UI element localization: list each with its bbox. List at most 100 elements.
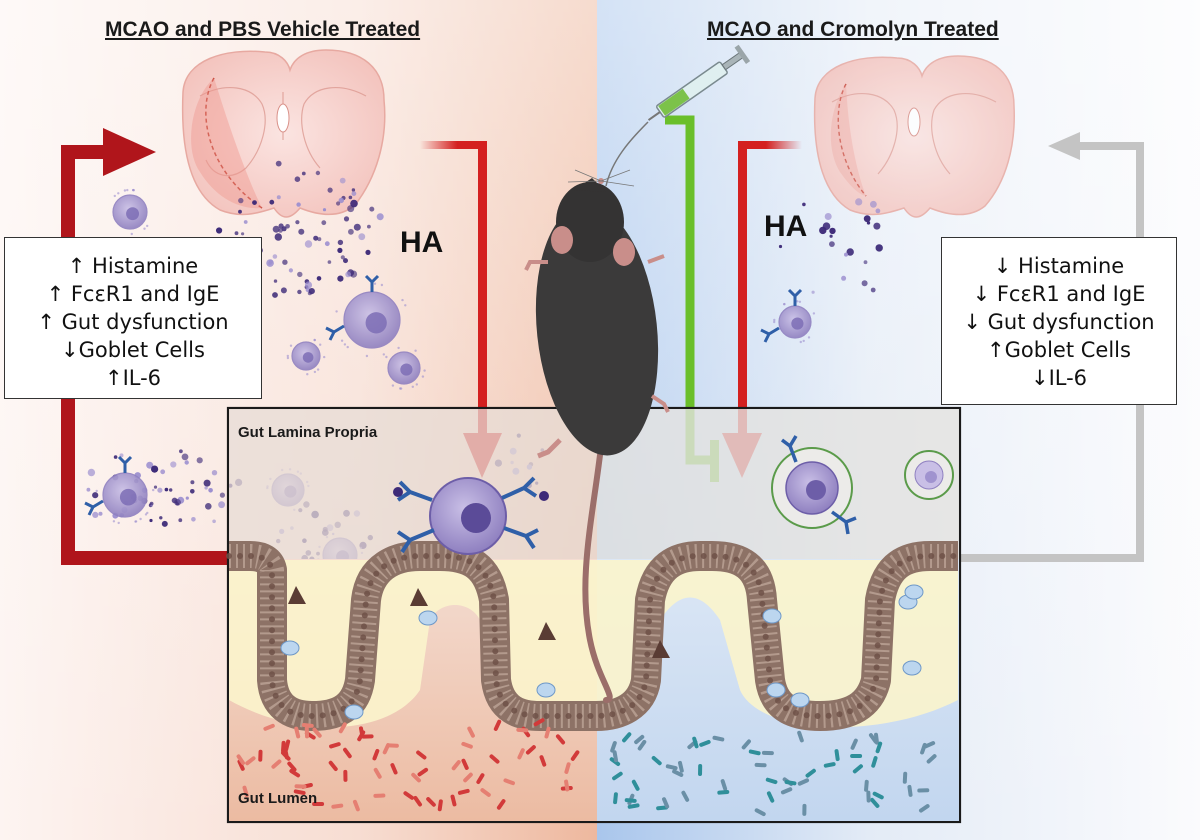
goblet-cell-icon [902,660,922,676]
histamine-granule-icon [301,171,306,176]
histamine-granule-icon [295,220,300,225]
histamine-granule-icon [304,240,313,248]
bacteria-icon [681,790,690,802]
epithelial-nucleus [360,634,367,641]
epithelial-nucleus [888,568,895,575]
histamine-granule-icon [196,457,203,464]
epithelial-nucleus [401,554,408,561]
epithelial-nucleus [466,558,473,565]
bacteria-icon [875,741,883,754]
epithelial-nucleus [587,713,594,719]
histamine-granule-icon [337,239,344,246]
epithelial-nucleus [711,553,718,559]
bacteria-icon [613,792,618,805]
epithelial-nucleus [475,564,482,571]
histamine-granule-icon [159,516,163,520]
epithelial-nucleus [269,638,275,645]
epithelial-nucleus [456,554,462,561]
epithelial-nucleus [490,593,497,600]
bacteria-icon [289,769,301,778]
bacteria-icon [555,734,566,745]
lamina-propria-left [229,409,597,559]
histamine-granule-icon [313,235,319,241]
outcome-histamine: ↓ Histamine [993,254,1125,278]
bacteria-icon [503,778,515,786]
bacteria-icon [416,750,427,760]
histamine-granule-icon [278,223,284,229]
outcome-il6: ↑IL-6 [104,366,162,390]
epithelial-nucleus [906,555,913,562]
histamine-granule-icon [169,488,173,492]
bacteria-icon [312,802,325,806]
histamine-granule-icon [212,519,216,524]
bacteria-icon [748,749,761,756]
bacteria-icon [665,764,678,771]
bacteria-icon [570,750,580,761]
bacteria-icon [373,793,386,798]
histamine-granule-icon [149,518,153,523]
epithelial-nucleus [258,554,265,561]
histamine-granule-icon [153,485,158,489]
histamine-granule-icon [113,455,118,459]
epithelial-nucleus [879,587,886,594]
histamine-granule-icon [304,281,313,289]
bacteria-icon [712,735,725,742]
left-panel-title: MCAO and PBS Vehicle Treated [105,18,421,41]
epithelial-nucleus [629,702,636,709]
histamine-granule-icon [353,223,361,231]
histamine-granule-icon [322,208,327,212]
epithelial-nucleus [873,675,880,682]
epithelial-nucleus [722,553,729,560]
bacteria-icon [564,779,570,792]
epithelial-nucleus [755,579,762,586]
enteroendocrine-cell [538,622,556,640]
bacteria-icon [236,754,246,766]
histamine-granule-icon [376,213,384,221]
epithelial-nucleus [269,671,275,678]
bacteria-icon [493,719,502,731]
epithelial-nucleus [645,618,652,625]
bacteria-icon [741,739,751,750]
epithelial-nucleus [873,664,880,671]
epithelial-nucleus [269,594,275,601]
bacteria-icon [923,741,936,749]
histamine-granule-icon [273,279,278,283]
bacteria-icon [287,761,297,772]
bacteria-icon [245,756,256,766]
epithelial-nucleus [269,660,275,667]
bacteria-icon [805,768,816,778]
mast-cell-icon [904,450,954,500]
mast-cell-icon [325,274,407,358]
mast-cell-icon [84,455,155,525]
epithelial-nucleus [647,596,654,603]
histamine-granule-icon [841,275,847,281]
bacteria-icon [386,743,399,748]
epithelial-nucleus [267,561,274,568]
bacteria-icon [672,769,684,777]
epithelial-nucleus [750,569,757,576]
histamine-granule-icon [288,268,293,273]
histamine-granule-icon [345,271,352,278]
bacteria-icon [907,784,913,797]
histamine-granule-icon [190,480,195,485]
epithelial-nucleus [678,555,685,562]
epithelial-nucleus [482,572,489,579]
brain-icon [813,55,1015,218]
epithelial-nucleus [248,553,254,559]
ha-label-left: HA [400,226,444,259]
outcome-histamine: ↑ Histamine [67,254,199,278]
histamine-granule-icon [367,224,371,229]
histamine-granule-icon [86,487,91,492]
histamine-granule-icon [190,489,195,494]
histamine-granule-icon [219,492,225,498]
bacteria-icon [417,767,429,777]
histamine-granule-icon [343,258,348,264]
epithelial-nucleus [496,691,503,698]
epithelial-nucleus [803,712,810,719]
histamine-granule-icon [272,225,280,233]
histamine-granule-icon [151,465,159,473]
epithelial-nucleus [654,575,660,582]
histamine-granule-icon [297,289,302,295]
histamine-granule-icon [157,487,163,493]
